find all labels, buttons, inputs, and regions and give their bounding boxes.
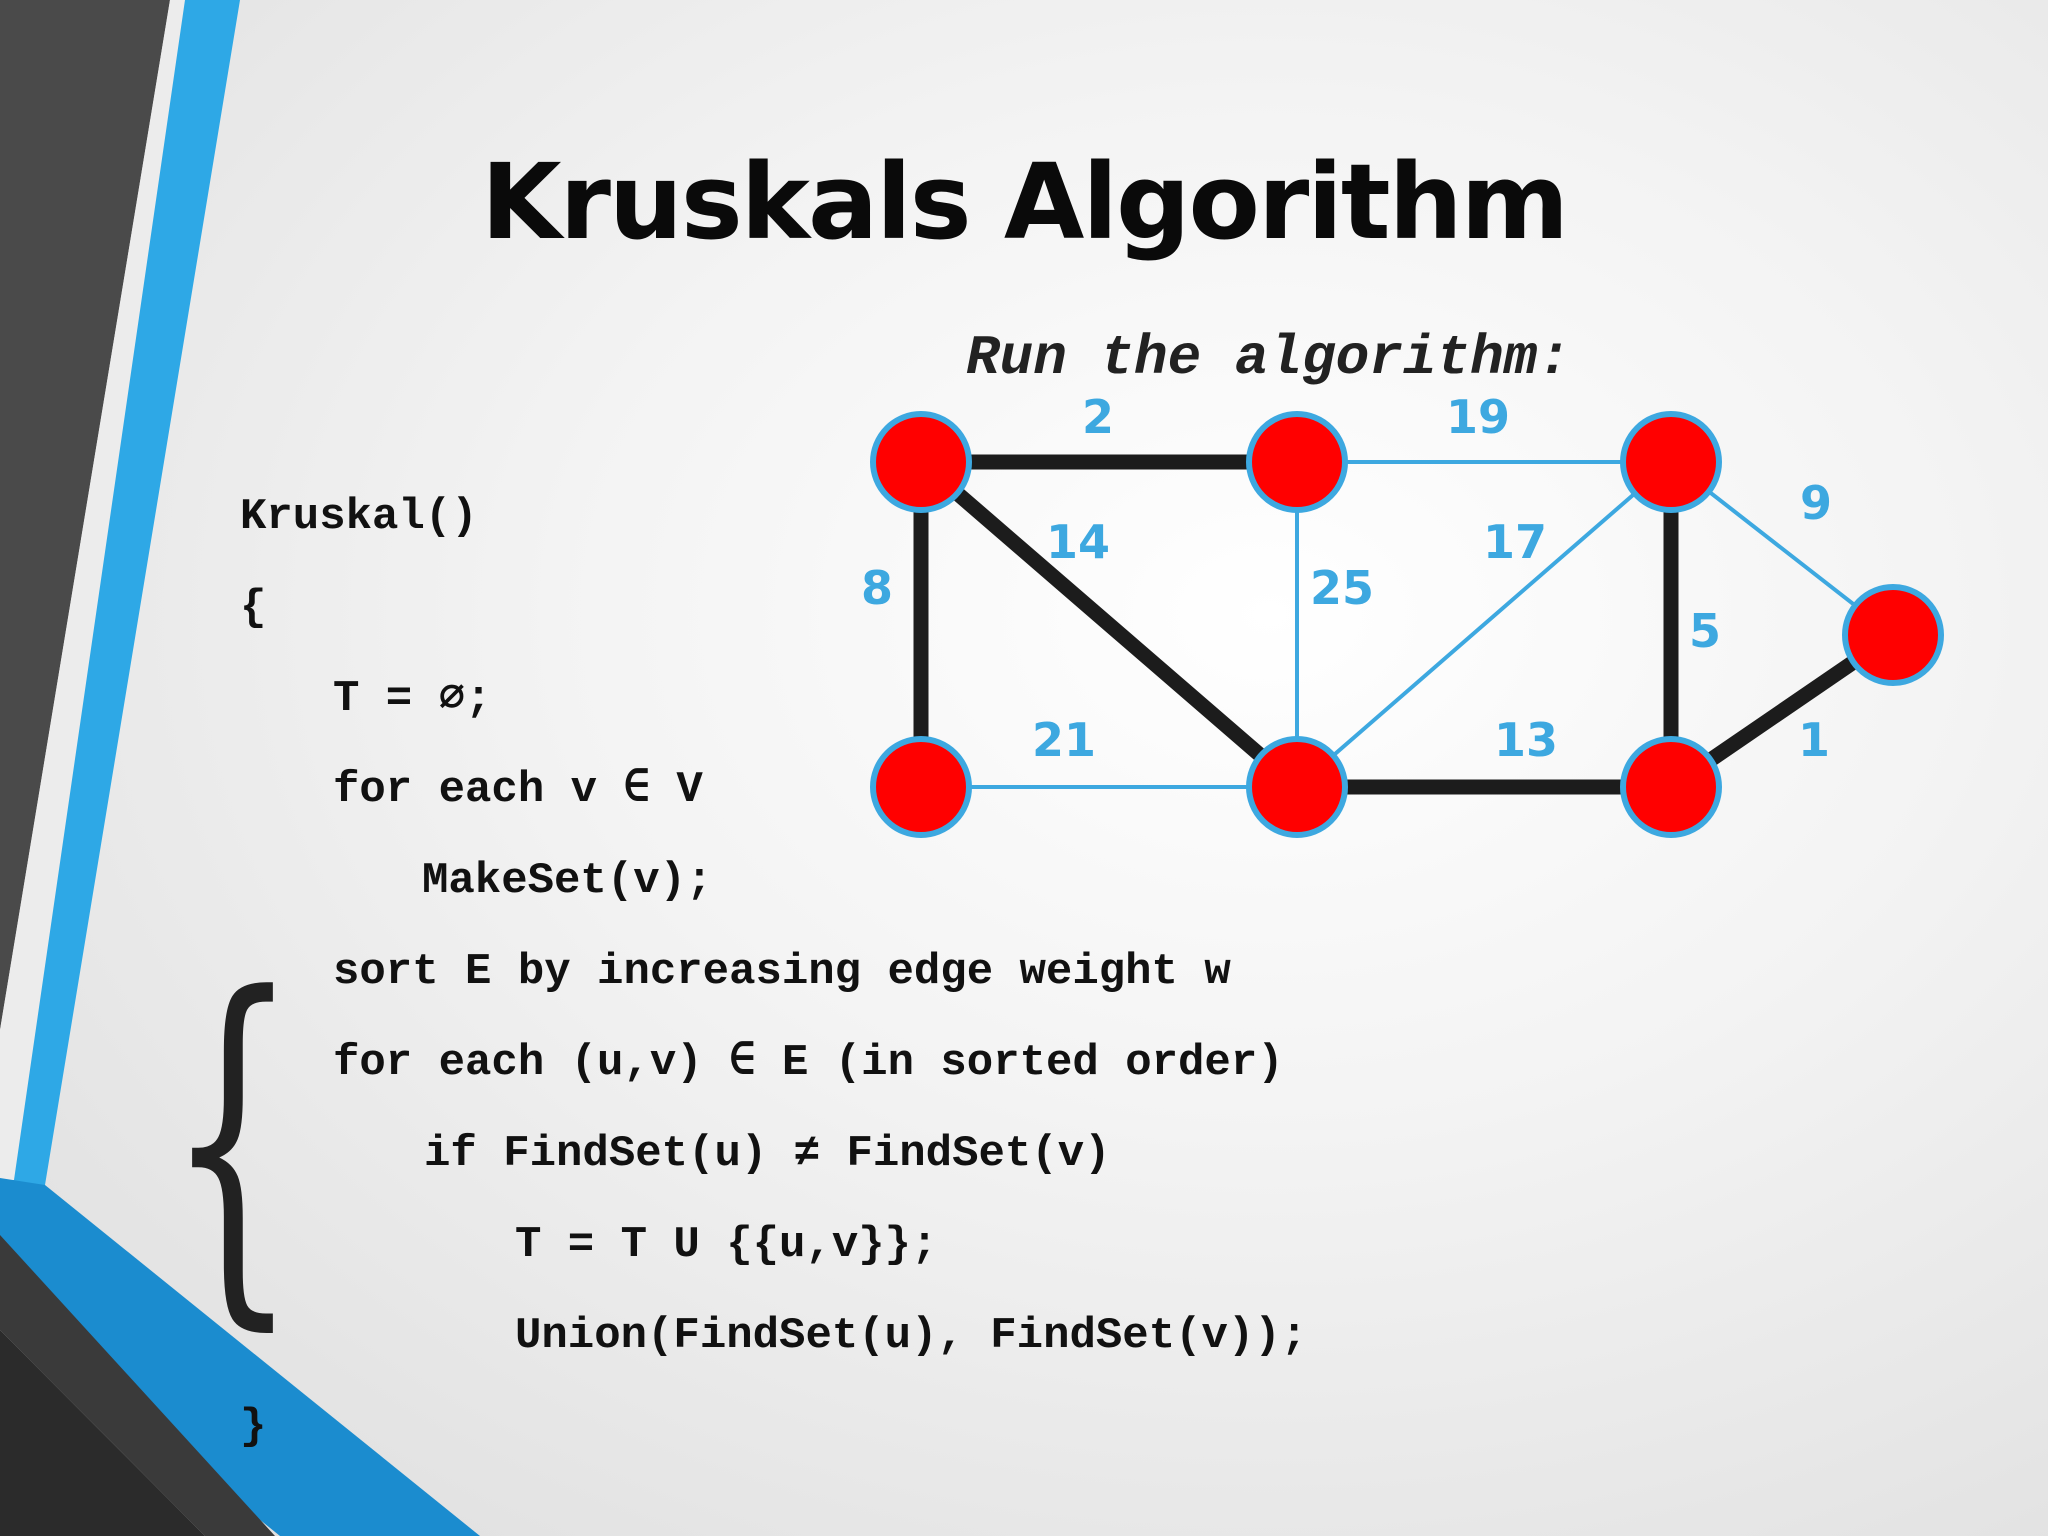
blue-stripe-bottom [0,1178,480,1536]
edge-weight-labels: 2 19 8 14 25 17 5 9 21 13 1 [861,390,1832,767]
edge-A-E [916,456,1302,793]
graph-node-A [870,411,972,513]
edge-weight-label: 1 [1798,713,1830,767]
edge-weight-label: 9 [1800,476,1832,530]
left-brace: { [166,918,299,1361]
code-line-11: } [240,1402,267,1452]
code-line-10: Union(FindSet(u), FindSet(v)); [515,1311,1308,1361]
edge-weight-label: 2 [1082,390,1114,444]
blue-stripe-top [0,0,240,1185]
graph-node-C [1620,411,1722,513]
edge-weight-label: 17 [1483,515,1547,569]
page-title: Kruskals Algorithm [480,141,1569,263]
code-line-2: { [240,583,267,633]
edge-weight-label: 8 [861,561,893,615]
edge-weight-label: 21 [1032,713,1096,767]
edge-weight-label: 25 [1310,561,1374,615]
graph-node-G [1842,584,1944,686]
edge-weight-label: 13 [1494,713,1558,767]
code-line-7: for each (u,v) ∈ E (in sorted order) [333,1038,1284,1088]
nodes-layer [870,411,1944,838]
code-line-3: T = ∅; [333,674,492,724]
code-line-1: Kruskal() [240,492,478,542]
edge-weight-label: 19 [1446,390,1510,444]
edge-C-E [1295,460,1673,789]
edge-weight-label: 5 [1689,604,1721,658]
edge-weight-label: 14 [1046,515,1110,569]
white-stripe-gap [0,0,185,1180]
dark-stripe-corner [0,1330,205,1536]
code-line-5: MakeSet(v); [422,856,713,906]
dark-stripe-bottom [0,1235,275,1536]
graph-node-E [1246,736,1348,838]
code-line-4: for each v ∈ V [333,765,703,815]
code-line-9: T = T U {{u,v}}; [515,1220,938,1270]
graph-subtitle: Run the algorithm: [966,326,1571,390]
graph-node-F [1620,736,1722,838]
code-line-8: if FindSet(u) ≠ FindSet(v) [424,1129,1111,1179]
graph-node-B [1246,411,1348,513]
graph-node-D [870,736,972,838]
code-line-6: sort E by increasing edge weight w [333,947,1231,997]
